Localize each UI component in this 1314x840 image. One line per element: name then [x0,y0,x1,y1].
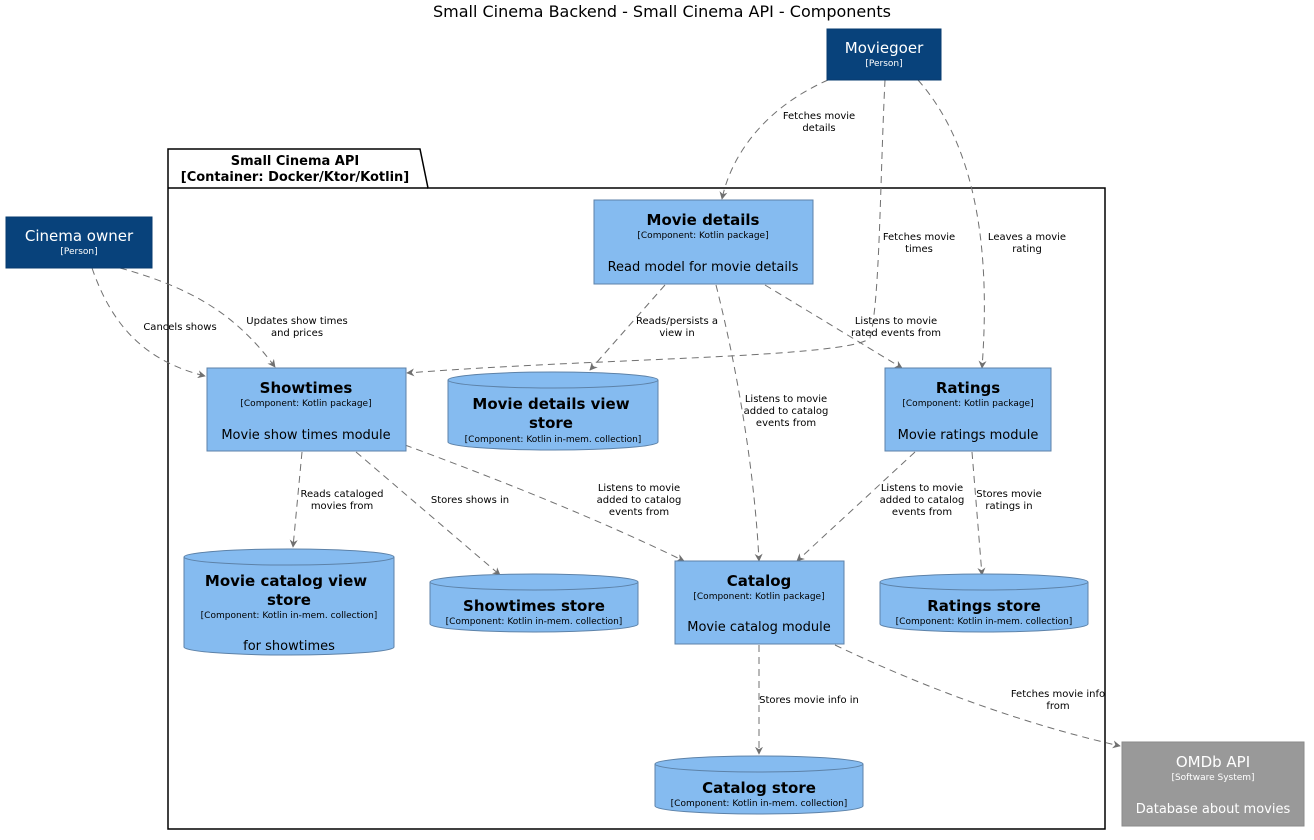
edge-reads-cataloged [289,451,303,548]
store-ratings: Ratings store [Component: Kotlin in-mem.… [879,573,1089,633]
node-desc: Read model for movie details [608,260,799,275]
diagram-title: Small Cinema Backend - Small Cinema API … [433,2,891,21]
store-catalog: Catalog store [Component: Kotlin in-mem.… [654,755,864,815]
node-name: Ratings store [927,597,1041,615]
node-name: Cinema owner [25,227,134,245]
store-showtimes: Showtimes store [Component: Kotlin in-me… [429,573,639,633]
edge-fetches-info [834,644,1121,749]
edge-fetches-times [406,79,886,377]
node-name: Movie details view [472,395,629,413]
label-cancels-shows: Cancels shows [143,322,216,333]
edge-cancels-shows [91,267,206,379]
store-movie-details-view: Movie details view store [Component: Kot… [447,371,659,451]
edge-fetches-details [719,79,829,200]
node-name: Showtimes store [463,597,605,615]
edge-stores-shows [355,451,501,576]
node-name: Moviegoer [845,39,924,57]
node-desc: for showtimes [243,639,335,654]
node-tech: [Software System] [1171,773,1254,783]
external-omdb-api: OMDb API [Software System] Database abou… [1121,741,1305,827]
label-stores-shows: Stores shows in [431,495,509,506]
node-tech: [Person] [60,247,97,257]
label-stores-movie-info: Stores movie info in [759,695,859,706]
node-desc: Movie catalog module [687,620,830,635]
node-tech: [Component: Kotlin package] [902,399,1033,409]
edge-reads-persists [589,284,666,371]
edge-listens-added-ra [796,451,916,562]
edge-leaves-rating [917,79,987,369]
container-tech: [Container: Docker/Ktor/Kotlin] [181,170,410,185]
store-movie-catalog-view: Movie catalog view store [Component: Kot… [183,548,395,656]
node-name: Ratings [936,379,1000,397]
component-movie-details: Movie details [Component: Kotlin package… [593,199,814,285]
node-name-2: store [267,591,311,609]
person-cinema-owner: Cinema owner [Person] [5,216,153,269]
node-tech: [Component: Kotlin package] [693,592,824,602]
node-name: Showtimes [260,379,353,397]
node-desc: Movie show times module [221,428,390,443]
node-name: OMDb API [1176,753,1250,771]
edges [91,79,1121,755]
node-name: Catalog store [702,779,816,797]
node-tech: [Component: Kotlin in-mem. collection] [446,617,623,627]
node-tech: [Component: Kotlin in-mem. collection] [671,799,848,809]
node-name: Movie details [647,211,760,229]
container-name: Small Cinema API [231,154,359,169]
node-tech: [Person] [865,59,902,69]
component-showtimes: Showtimes [Component: Kotlin package] Mo… [206,367,407,452]
node-tech: [Component: Kotlin package] [240,399,371,409]
node-tech: [Component: Kotlin package] [637,231,768,241]
component-catalog: Catalog [Component: Kotlin package] Movi… [674,560,845,645]
edge-listens-added-st [404,444,685,562]
component-ratings: Ratings [Component: Kotlin package] Movi… [884,367,1052,452]
edge-listens-rated [764,284,903,369]
edge-listens-added-md [715,284,763,562]
node-desc: Movie ratings module [898,428,1039,443]
node-name: Movie catalog view [205,572,367,590]
edge-updates-times [119,267,276,368]
container-boundary: Small Cinema API [Container: Docker/Ktor… [167,148,1106,830]
node-name-2: store [529,414,573,432]
node-tech: [Component: Kotlin in-mem. collection] [201,611,378,621]
node-tech: [Component: Kotlin in-mem. collection] [465,435,642,445]
node-name: Catalog [727,572,792,590]
node-tech: [Component: Kotlin in-mem. collection] [896,617,1073,627]
edge-stores-ratings [971,451,986,576]
node-desc: Database about movies [1136,802,1291,817]
person-moviegoer: Moviegoer [Person] [826,28,942,81]
